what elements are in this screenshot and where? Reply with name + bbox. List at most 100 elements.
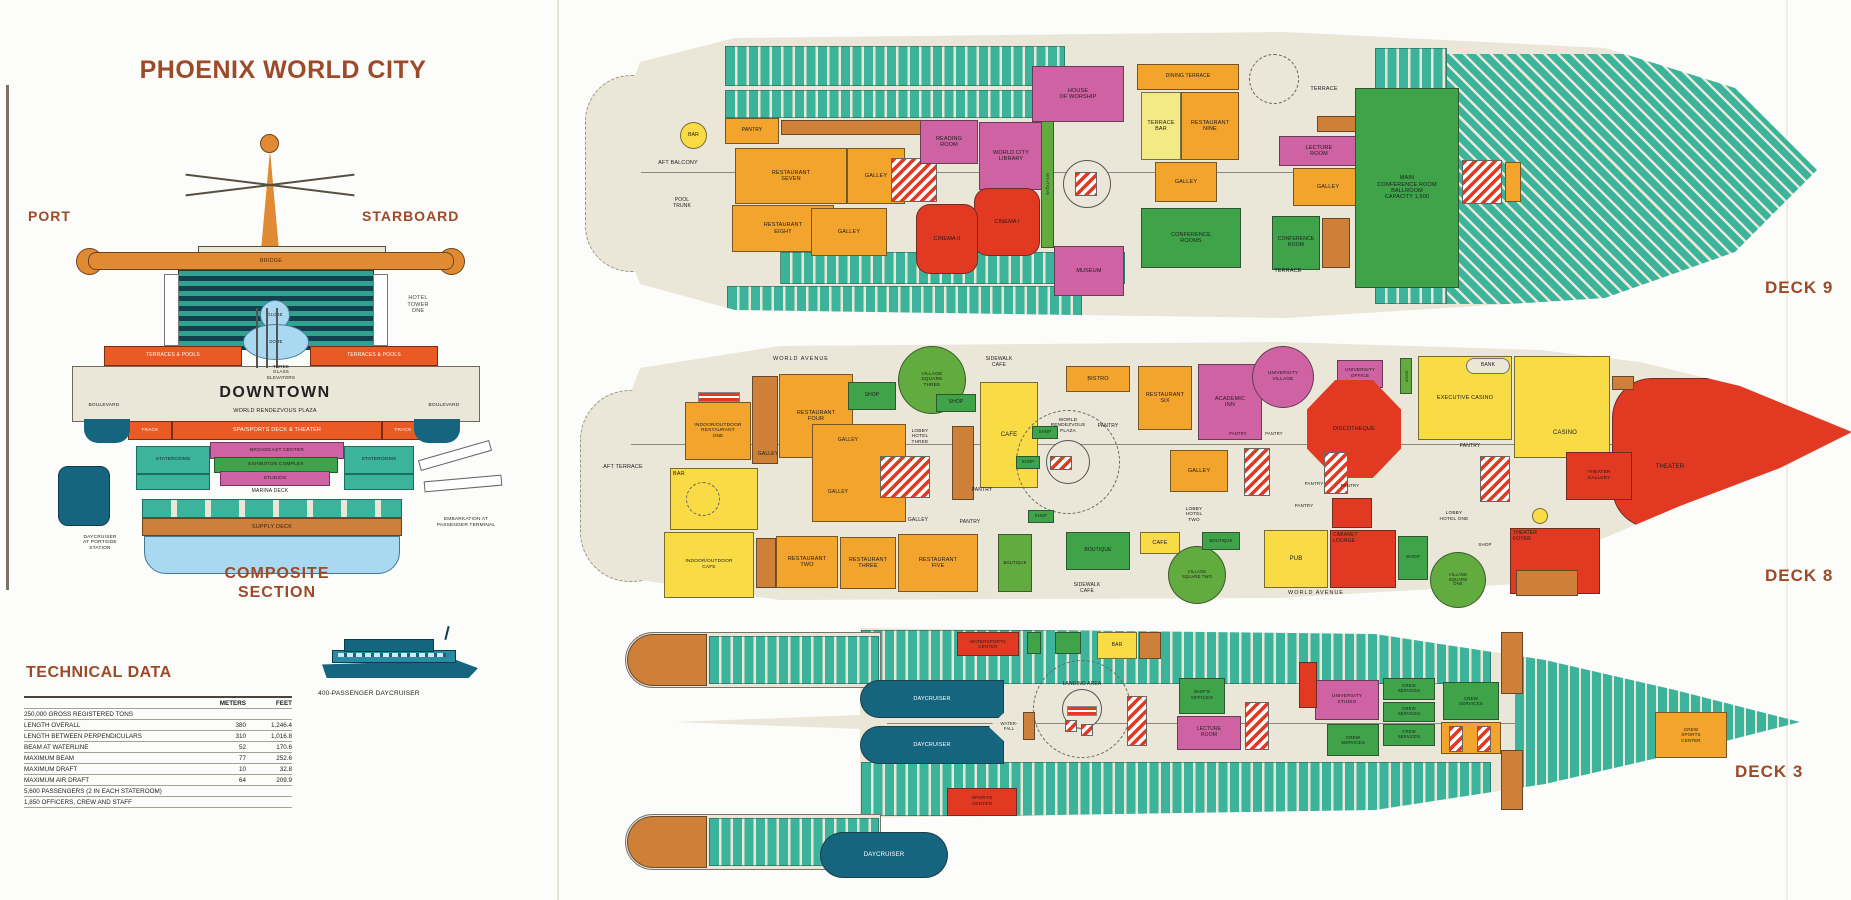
room-world-avenue: WORLD AVENUE [1288,589,1344,596]
composite-section-caption: COMPOSITE SECTION [224,565,330,601]
room-boutique: BOUTIQUE [1041,120,1054,248]
room-lecture-room: LECTURE ROOM [1279,136,1359,166]
room-boutique: BOUTIQUE [1066,532,1130,570]
room-shop: SHOP [936,394,976,412]
room-circle [1532,508,1548,524]
room-shop: SHOP [1016,456,1040,469]
room-lecture-room: LECTURE ROOM [1177,716,1241,750]
room-block [1322,218,1350,268]
portside-daycruiser [58,466,110,526]
room-galley: GALLEY [907,516,929,523]
room-block [627,816,707,868]
room-stairs [1127,696,1147,746]
room-sidewalk-cafe: SIDEWALK CAFE [1073,582,1101,594]
room-shop: SHOP [848,382,896,410]
sponson-port [84,419,130,443]
daycruiser-windows [338,653,446,657]
deck-8-centerline [622,444,1851,445]
staterooms-stbd: STATEROOMS [344,446,414,474]
room-village-square-two: VILLAGE SQUARE TWO [1168,546,1226,604]
deck-9-label: DECK 9 [1765,278,1834,297]
room-restaurant-six: RESTAURANT SIX [1138,366,1192,430]
mast-top [260,134,279,153]
tower-balcony-port [164,274,179,346]
room-stairs [1050,456,1072,470]
room-stairs [1244,448,1270,496]
room-watersports-center: WATERSPORTS CENTER [957,632,1019,656]
room-house-of-worship: HOUSE OF WORSHIP [1032,66,1124,122]
room-stripesh [725,46,1065,86]
room-ship-s-offices: SHIP'S OFFICES [1179,678,1225,714]
marina-deck-row [142,499,402,518]
room-restaurant-seven: RESTAURANT SEVEN [735,148,847,204]
room-academic-inn: ACADEMIC INN [1198,364,1262,440]
daycruiser-illustration: 400-PASSENGER DAYCRUISER [300,608,500,708]
composite-section-drawing: BRIDGE HOTEL TOWER ONE GLOBE DOME TERRAC… [0,0,560,620]
room-stairs [1480,456,1510,502]
daycruiser-deck-2 [344,639,434,652]
room-crew-services: CREW SERVICES [1443,682,1499,720]
elevator-shaft-1 [256,308,258,368]
room-crew-services: CREW SERVICES [1383,678,1435,700]
room-conference-room: CONFERENCE ROOM [1272,216,1320,270]
deck-9-centerline [621,172,1817,173]
room-stairs [891,158,937,202]
room-stairs [1065,720,1077,732]
room-shop: SHOP [1398,536,1428,580]
room-world-rendezvous-plaza: WORLD RENDEZVOUS PLAZA [1050,417,1086,434]
room-daycruiser: DAYCRUISER [860,726,1004,764]
room-casino: CASINO [1553,429,1577,436]
room-university-studio: UNIVERSITY STUDIO [1315,680,1379,720]
room-stairs [1075,172,1097,196]
world-rendezvous-plaza-label: WORLD RENDEZVOUS PLAZA [233,407,317,414]
port-label: PORT [28,208,71,224]
deck-3-centerline [860,723,1800,724]
room-dining-terrace: DINING TERRACE [1137,64,1239,90]
staterooms-port: STATEROOMS [136,446,210,474]
room-stripesh [727,286,1082,318]
room-bank: BANK [1466,358,1510,374]
sponson-stbd [414,419,460,443]
room-crew-services: CREW SERVICES [1327,724,1379,756]
daycruiser-caption: 400-PASSENGER DAYCRUISER [318,690,420,697]
room-shop: SHOP [1032,426,1058,439]
room-indoor-outdoor-cafe: INDOOR/OUTDOOR CAFE [664,532,754,598]
hull-bottom [144,536,400,574]
room-boutique: BOUTIQUE [998,534,1032,592]
room-cabaret-lounge: CABARET LOUNGE [1330,530,1396,588]
hotel-tower-one-label: HOTEL TOWER ONE [407,295,429,315]
room-block [1299,662,1317,708]
room-stripesh [709,636,879,684]
room-pantry: PANTRY [725,118,779,144]
deck-8-label: DECK 8 [1765,566,1834,585]
room-main-conference-room-ballroom-capacity-1-500: MAIN CONFERENCE ROOM BALLROOM CAPACITY 1… [1355,88,1459,288]
room-sidewalk-cafe: SIDEWALK CAFE [985,356,1013,368]
room-stripesh [725,90,1065,118]
three-glass-elevators-label: THREE GLASS ELEVATORS [266,364,296,380]
page-title: PHOENIX WORLD CITY [139,56,427,85]
room-redbar [698,392,740,402]
deck-3-label: DECK 3 [1735,762,1804,781]
room-discotheque: DISCOTHEQUE [1307,380,1401,478]
terraces-pools-port: TERRACES & POOLS [104,346,242,366]
room-stairs [1324,452,1348,494]
elevator-shaft-3 [276,308,278,368]
room-university-village: UNIVERSITY VILLAGE [1252,346,1314,408]
tower-balcony-stbd [373,274,388,346]
room-block [627,634,707,686]
boulevard-port-label: BOULEVARD [88,403,120,409]
room-pantry: PANTRY [1097,422,1119,429]
room-bar: BAR [1097,632,1137,659]
room-stripesh [861,630,1491,684]
room-lobby-hotel-one: LOBBY HOTEL ONE [1439,511,1469,522]
jetway-1 [417,440,493,471]
bridge-bar: BRIDGE [88,252,454,270]
room-pantry: PANTRY [1340,483,1360,489]
